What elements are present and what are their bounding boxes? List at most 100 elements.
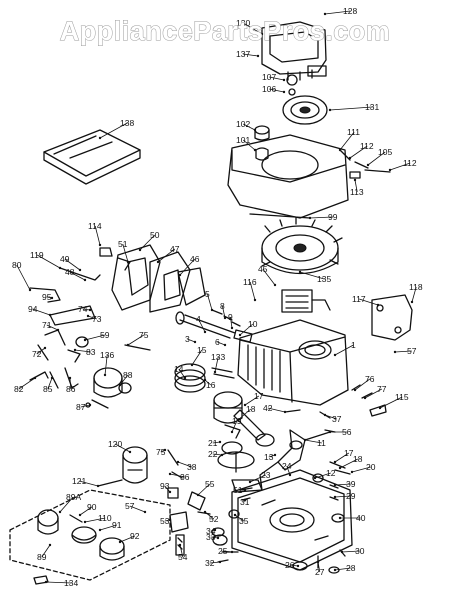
callout-121[interactable]: 121 xyxy=(72,476,100,488)
part-starter-small-items[interactable] xyxy=(286,65,327,96)
callout-94[interactable]: 94 xyxy=(28,304,52,317)
part-cup[interactable] xyxy=(254,125,270,141)
callout-54[interactable]: 54 xyxy=(178,543,188,562)
callout-59[interactable]: 59 xyxy=(83,330,110,342)
callout-26[interactable]: 26 xyxy=(285,560,300,570)
callout-18[interactable]: 18 xyxy=(338,454,363,470)
callout-87[interactable]: 87 xyxy=(76,402,92,412)
part-carburetor-plates[interactable] xyxy=(99,244,206,313)
callout-111[interactable]: 111 xyxy=(338,127,360,152)
callout-47[interactable]: 47 xyxy=(156,244,180,264)
callout-88[interactable]: 88 xyxy=(118,370,133,387)
callout-17[interactable]: 17 xyxy=(243,391,264,407)
callout-130[interactable]: 130 xyxy=(236,18,264,36)
callout-12[interactable]: 12 xyxy=(313,468,336,480)
callout-72[interactable]: 72 xyxy=(32,346,47,359)
callout-116[interactable]: 116 xyxy=(243,277,257,302)
callout-102[interactable]: 102 xyxy=(236,119,257,132)
callout-19[interactable]: 19 xyxy=(230,416,242,434)
callout-51[interactable]: 51 xyxy=(233,485,247,495)
callout-120[interactable]: 120 xyxy=(108,439,132,454)
part-connecting-rod[interactable] xyxy=(224,409,275,447)
part-pulley[interactable] xyxy=(282,95,328,125)
callout-5[interactable]: 5 xyxy=(205,289,214,312)
callout-11[interactable]: 11 xyxy=(303,438,326,448)
callout-14[interactable]: 14 xyxy=(174,364,187,380)
callout-48[interactable]: 48 xyxy=(65,267,87,282)
callout-4[interactable]: 4 xyxy=(196,314,207,334)
part-bracket[interactable] xyxy=(371,294,413,341)
callout-32[interactable]: 32 xyxy=(205,558,222,568)
callout-22[interactable]: 22 xyxy=(208,449,224,459)
callout-75[interactable]: 75 xyxy=(156,447,167,457)
part-air-filter[interactable] xyxy=(43,129,141,185)
callout-57[interactable]: 57 xyxy=(125,501,147,514)
callout-23[interactable]: 23 xyxy=(248,470,271,484)
callout-34[interactable]: 34 xyxy=(206,526,217,536)
part-gov-small[interactable] xyxy=(67,336,89,363)
callout-24[interactable]: 24 xyxy=(282,461,292,477)
callout-6[interactable]: 6 xyxy=(215,337,227,347)
callout-33[interactable]: 33 xyxy=(206,532,220,542)
callout-40[interactable]: 40 xyxy=(338,513,366,523)
callout-1[interactable]: 1 xyxy=(333,340,356,357)
part-gasket[interactable] xyxy=(249,213,311,219)
callout-49[interactable]: 49 xyxy=(60,254,82,272)
callout-134[interactable]: 134 xyxy=(44,578,79,588)
callout-75[interactable]: 75 xyxy=(126,330,149,347)
callout-36[interactable]: 36 xyxy=(168,472,190,482)
callout-50[interactable]: 50 xyxy=(138,230,160,252)
callout-8[interactable]: 8 xyxy=(220,301,227,320)
callout-131[interactable]: 131 xyxy=(328,102,380,112)
callout-77[interactable]: 77 xyxy=(363,384,387,400)
callout-133[interactable]: 133 xyxy=(211,352,225,374)
callout-99[interactable]: 99 xyxy=(308,212,338,222)
callout-105[interactable]: 105 xyxy=(366,147,393,167)
callout-73[interactable]: 73 xyxy=(86,314,102,324)
part-valves[interactable] xyxy=(175,309,253,343)
callout-51[interactable]: 51 xyxy=(118,239,130,264)
part-cylinder-block[interactable] xyxy=(237,319,349,406)
callout-42[interactable]: 42 xyxy=(263,403,287,414)
callout-18[interactable]: 18 xyxy=(236,404,256,422)
callout-45[interactable]: 45 xyxy=(258,264,277,287)
callout-28[interactable]: 28 xyxy=(333,563,356,573)
callout-57[interactable]: 57 xyxy=(393,346,417,356)
callout-85[interactable]: 85 xyxy=(43,376,54,394)
callout-93[interactable]: 93 xyxy=(160,481,172,494)
callout-39[interactable]: 39 xyxy=(333,479,356,489)
callout-52[interactable]: 52 xyxy=(203,510,219,524)
callout-25[interactable]: 25 xyxy=(218,546,234,556)
callout-16[interactable]: 16 xyxy=(203,378,216,390)
callout-80[interactable]: 80 xyxy=(12,260,32,292)
part-flywheel[interactable] xyxy=(261,217,343,275)
part-pins-lower[interactable] xyxy=(284,409,336,433)
callout-86[interactable]: 86 xyxy=(66,376,76,394)
callout-114[interactable]: 114 xyxy=(88,221,102,247)
callout-112[interactable]: 112 xyxy=(388,158,417,172)
callout-89A[interactable]: 89A xyxy=(58,492,82,514)
part-piston[interactable] xyxy=(213,391,243,424)
callout-55[interactable]: 55 xyxy=(196,479,215,497)
callout-136[interactable]: 136 xyxy=(100,350,114,377)
callout-91[interactable]: 91 xyxy=(98,520,122,532)
callout-89[interactable]: 89 xyxy=(37,543,52,562)
callout-37[interactable]: 37 xyxy=(323,413,342,424)
callout-71[interactable]: 71 xyxy=(42,320,60,332)
callout-56[interactable]: 56 xyxy=(328,427,352,437)
callout-118[interactable]: 118 xyxy=(409,282,423,304)
callout-107[interactable]: 107 xyxy=(262,72,286,82)
callout-10[interactable]: 10 xyxy=(238,319,258,337)
callout-38[interactable]: 38 xyxy=(176,460,197,472)
callout-13[interactable]: 13 xyxy=(264,452,277,462)
callout-90[interactable]: 90 xyxy=(78,502,97,517)
callout-82[interactable]: 82 xyxy=(14,376,37,394)
callout-31[interactable]: 31 xyxy=(240,497,250,507)
part-pins[interactable] xyxy=(339,149,391,179)
part-cam-gear[interactable] xyxy=(217,441,255,473)
callout-27[interactable]: 27 xyxy=(315,560,325,577)
part-crankcase-base[interactable] xyxy=(231,469,353,571)
callout-113[interactable]: 113 xyxy=(350,178,364,197)
callout-106[interactable]: 106 xyxy=(262,84,286,94)
callout-128[interactable]: 128 xyxy=(323,6,358,16)
